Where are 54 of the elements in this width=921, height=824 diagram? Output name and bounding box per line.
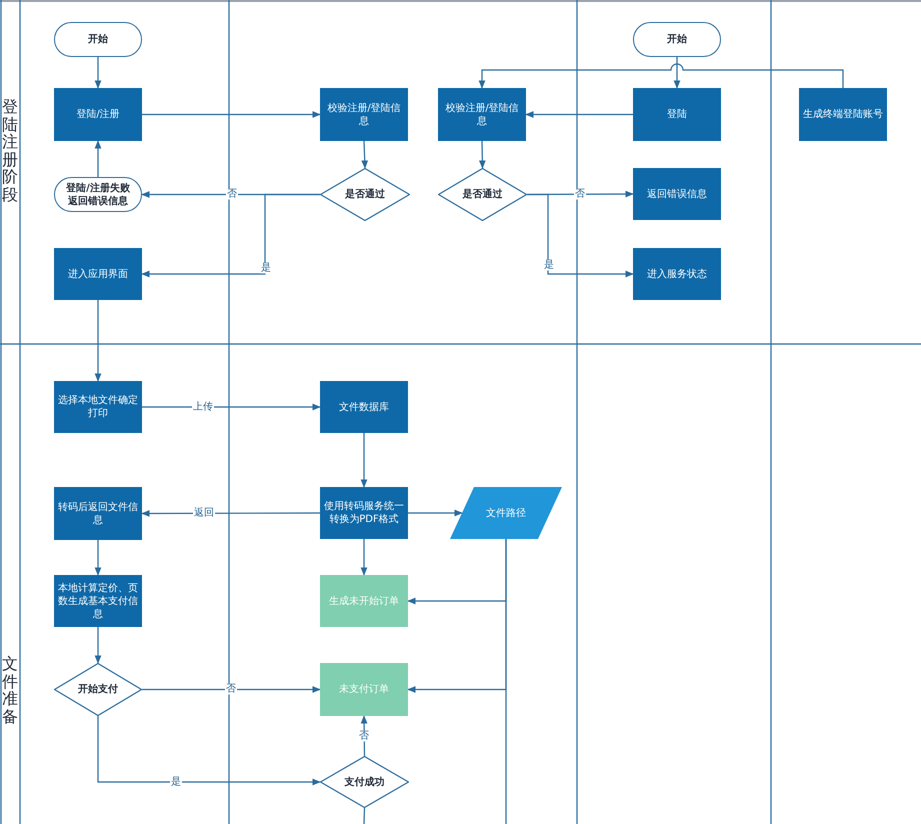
arrow bbox=[94, 627, 102, 664]
decision-diamond: 支付成功 bbox=[320, 756, 409, 808]
edge-label: 否 bbox=[358, 730, 370, 742]
process-box: 校验注册/登陆信息 bbox=[438, 88, 526, 141]
process-box: 校验注册/登陆信息 bbox=[320, 88, 408, 141]
arrow bbox=[142, 111, 321, 118]
process-box: 文件数据库 bbox=[320, 381, 408, 433]
arrow bbox=[142, 404, 321, 410]
process-box: 选择本地文件确定打印 bbox=[54, 381, 142, 433]
terminal-shape: 登陆/注册失败返回错误信息 bbox=[54, 177, 142, 212]
arrow bbox=[674, 57, 680, 89]
arrow bbox=[141, 510, 320, 517]
decision-diamond: 是否通过 bbox=[438, 168, 527, 221]
arrow bbox=[97, 716, 321, 786]
edge-label: 是 bbox=[170, 776, 182, 788]
arrow bbox=[361, 140, 368, 169]
data-parallelogram: 文件路径 bbox=[450, 487, 562, 539]
process-box: 本地计算定价、页数生成基本支付信息 bbox=[54, 575, 142, 627]
arrow bbox=[141, 194, 320, 278]
lane-title: 文件准备 bbox=[2, 655, 18, 726]
process-box: 登陆/注册 bbox=[54, 88, 142, 141]
arrow bbox=[94, 300, 102, 382]
decision-diamond: 开始支付 bbox=[54, 663, 142, 716]
process-box: 生成未开始订单 bbox=[320, 575, 408, 627]
arrow bbox=[525, 111, 633, 118]
lane-title: 登陆注册阶段 bbox=[2, 98, 18, 204]
arrow bbox=[527, 194, 634, 278]
arrow bbox=[142, 686, 321, 693]
arrow bbox=[478, 63, 844, 89]
process-box: 返回错误信息 bbox=[633, 168, 721, 220]
arrow bbox=[94, 140, 102, 177]
edge-label: 否 bbox=[574, 188, 586, 200]
process-box: 使用转码服务统一转换为PDF格式 bbox=[320, 487, 408, 539]
edge-label: 上传 bbox=[192, 402, 214, 412]
process-box: 生成终端登陆账号 bbox=[799, 88, 887, 141]
edge-label: 是 bbox=[260, 262, 272, 274]
process-box: 转码后返回文件信息 bbox=[54, 487, 142, 540]
edge-label: 否 bbox=[226, 188, 238, 200]
process-box: 登陆 bbox=[633, 88, 721, 141]
terminal-shape: 开始 bbox=[633, 22, 721, 57]
arrow bbox=[94, 540, 102, 576]
terminal-shape: 开始 bbox=[54, 22, 142, 57]
arrow bbox=[479, 140, 486, 169]
edge-label: 否 bbox=[225, 684, 237, 694]
arrow bbox=[408, 510, 463, 516]
process-box: 进入服务状态 bbox=[633, 248, 721, 300]
arrow bbox=[360, 433, 368, 488]
process-box: 未支付订单 bbox=[320, 663, 408, 716]
arrow bbox=[360, 539, 368, 576]
process-box: 进入应用界面 bbox=[54, 248, 142, 300]
edge-label: 返回 bbox=[193, 508, 215, 518]
edge-label: 是 bbox=[543, 260, 555, 270]
arrow bbox=[94, 57, 102, 89]
decision-diamond: 是否通过 bbox=[320, 168, 410, 221]
